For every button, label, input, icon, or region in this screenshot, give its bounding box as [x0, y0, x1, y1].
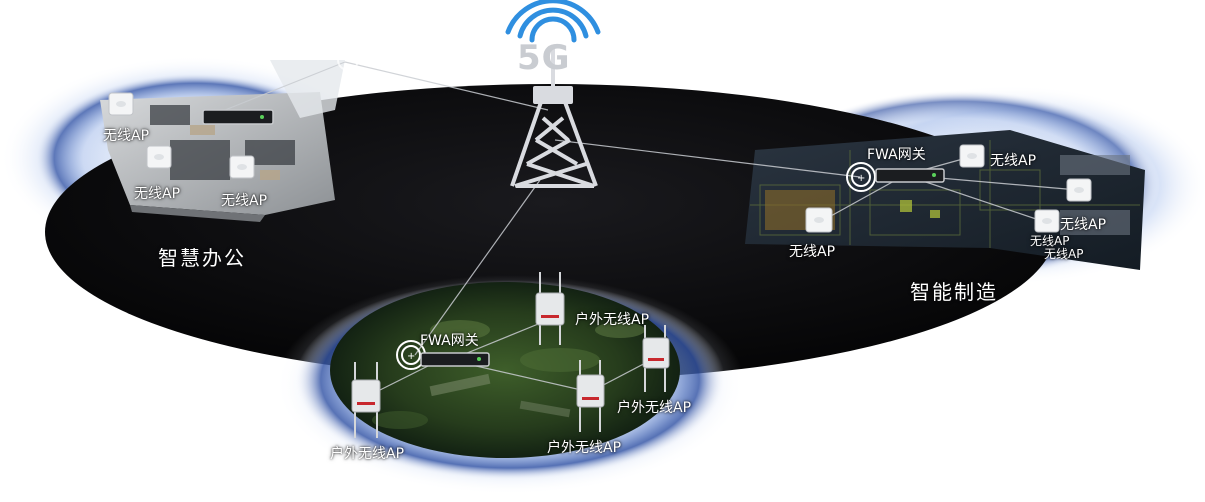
access-point-icon — [146, 145, 172, 169]
outdoor-ap-label: 户外无线AP — [330, 446, 405, 462]
outdoor-gateway-label: FWA网关 — [420, 333, 479, 349]
gateway-router-icon — [420, 352, 490, 367]
outdoor-ap-label: 户外无线AP — [575, 312, 650, 328]
outdoor-ap-label: 户外无线AP — [617, 400, 692, 416]
factory-ap-label: 无线AP — [1060, 217, 1107, 233]
gateway-router-icon — [875, 168, 945, 183]
access-point-icon — [108, 92, 134, 116]
svg-text:+: + — [407, 351, 415, 362]
outdoor-antenna-ap-icon — [576, 360, 605, 432]
office-ap-label: 无线AP — [134, 186, 181, 202]
outdoor-ap-label: 户外无线AP — [547, 440, 622, 456]
outdoor-antenna-ap-icon — [535, 272, 565, 345]
outdoor-antenna-ap-icon — [351, 362, 381, 438]
access-point-icon — [1034, 209, 1060, 233]
factory-ap-label: 无线AP — [990, 153, 1037, 169]
5g-label: 5G — [517, 38, 571, 78]
connection-lines — [204, 61, 1079, 396]
zone-label-office: 智慧办公 — [158, 246, 246, 270]
zone-label-manufacturing: 智能制造 — [910, 280, 998, 304]
gateway-router-icon — [202, 109, 274, 125]
signal-ring-icon: + — [846, 162, 876, 192]
factory-ap-label: 无线AP — [789, 244, 836, 260]
outdoor-aerial-map — [330, 282, 680, 458]
outdoor-antenna-ap-icon — [642, 325, 670, 392]
access-point-icon — [959, 144, 985, 168]
5g-signal-icon — [505, 0, 601, 43]
access-point-icon — [229, 155, 255, 179]
cell-tower-icon — [510, 48, 598, 188]
svg-text:+: + — [857, 173, 865, 184]
office-ap-label: 无线AP — [221, 193, 268, 209]
factory-ap-label: 无线AP — [1030, 234, 1070, 248]
factory-ap-label: 无线AP — [1044, 247, 1084, 261]
access-point-icon — [805, 207, 833, 233]
office-ap-label: 无线AP — [103, 128, 150, 144]
factory-gateway-label: FWA网关 — [867, 147, 926, 163]
signal-ring-icon — [337, 49, 359, 71]
access-point-icon — [1066, 178, 1092, 202]
